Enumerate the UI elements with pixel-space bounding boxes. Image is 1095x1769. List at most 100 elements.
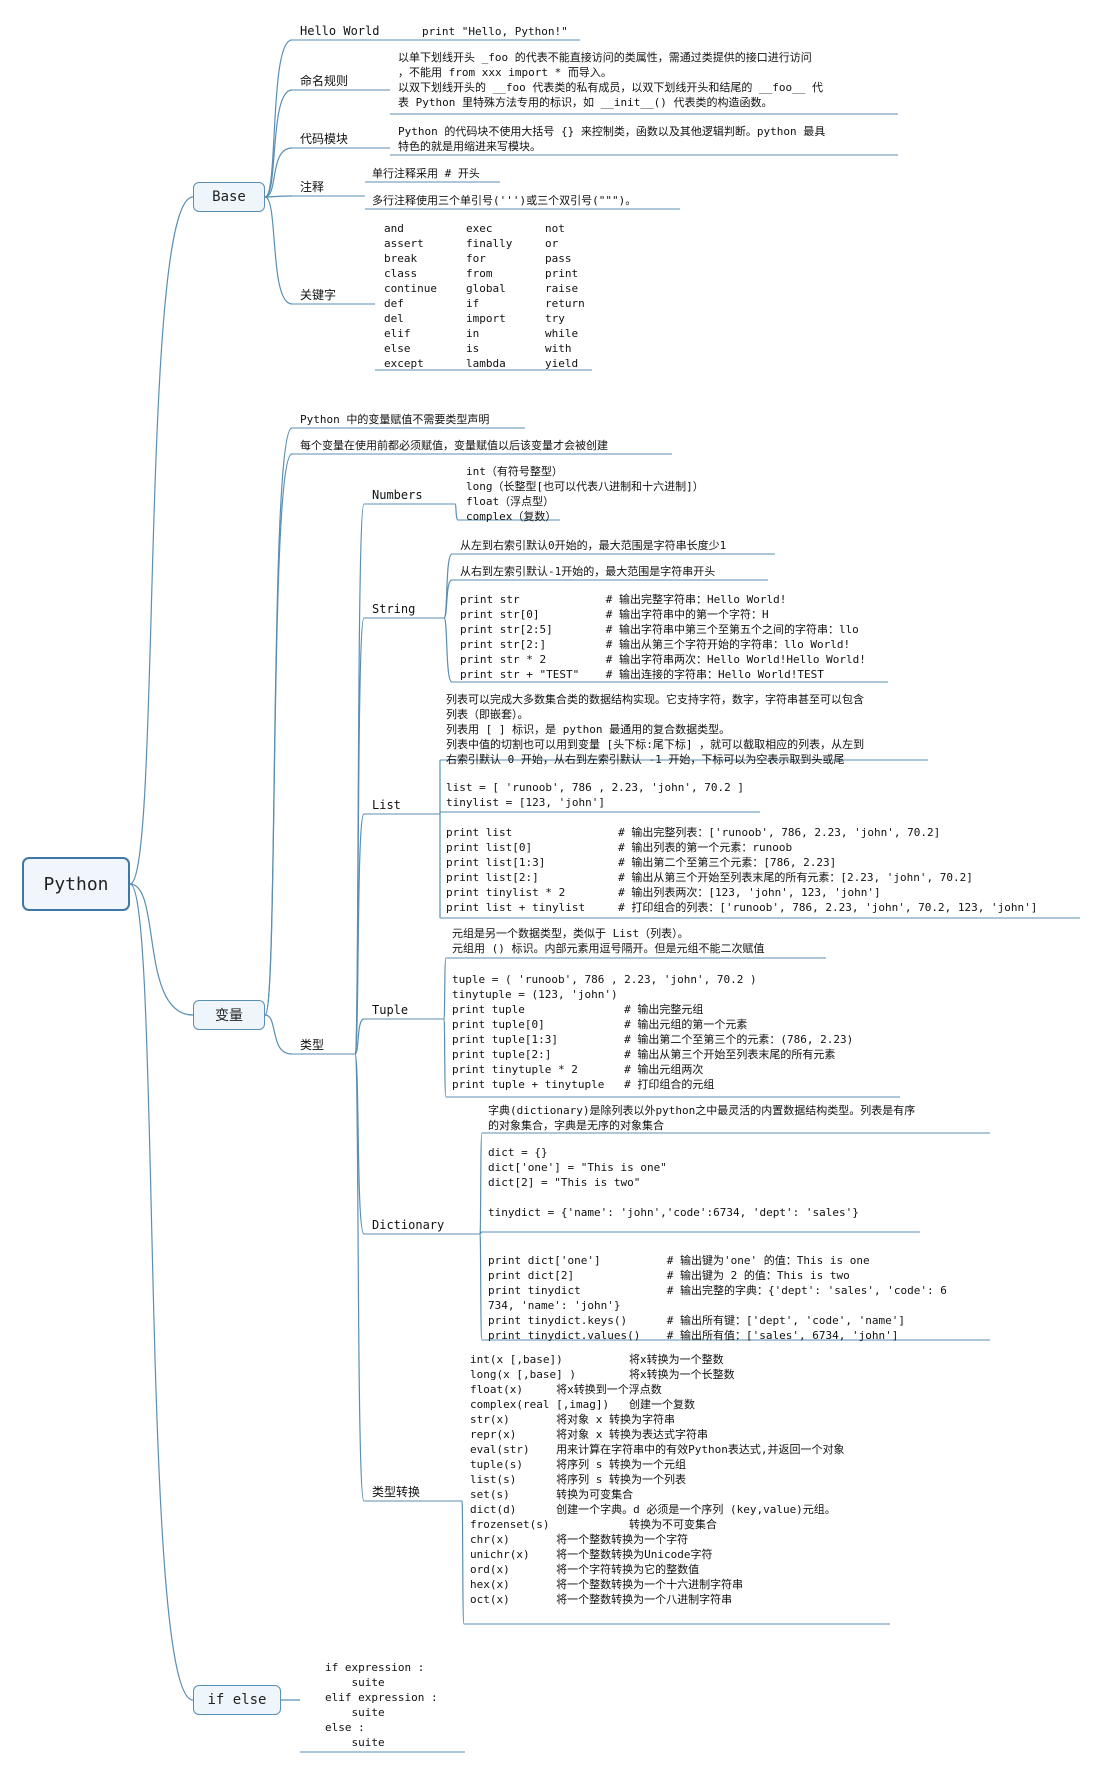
- keyword: for: [466, 252, 486, 265]
- list-code-line: print list[1:3] # 输出第二个至第三个元素：[786, 2.23…: [446, 856, 837, 869]
- base-to-keywords: [264, 196, 293, 305]
- naming-label: 命名规则: [300, 74, 349, 88]
- string-code-line: print str[0] # 输出字符串中的第一个字符：H: [460, 608, 769, 621]
- keyword: or: [545, 237, 559, 250]
- tuple-label: Tuple: [372, 1003, 409, 1017]
- conversion-line: frozenset(s) 转换为不可变集合: [470, 1518, 717, 1531]
- base-to-naming: [264, 89, 293, 198]
- conversion-line: tuple(s) 将序列 s 转换为一个元组: [470, 1458, 686, 1471]
- numbers-leaf: [454, 503, 459, 521]
- string-code-line: print str[2:5] # 输出字符串中第三个至第五个之间的字符串：llo: [460, 623, 859, 636]
- tuple-desc-line: 元组用 () 标识。内部元素用逗号隔开。但是元组不能二次赋值: [452, 942, 765, 955]
- t2: [443, 1018, 447, 1098]
- root-to-variables: [129, 883, 194, 1016]
- naming-line: 以双下划线开头的 __foo 代表类的私有成员，以双下划线开头和结尾的 __fo…: [398, 81, 823, 94]
- dict-code-line: print tinydict.keys() # 输出所有键：['dept', '…: [488, 1314, 905, 1327]
- variables-node[interactable]: 变量: [193, 1000, 265, 1030]
- comment-single: 单行注释采用 # 开头: [372, 167, 480, 180]
- hello-world-code: print "Hello, Python!": [422, 25, 568, 38]
- s2: [443, 579, 453, 619]
- variables-label: 变量: [215, 1008, 243, 1024]
- keyword: try: [545, 312, 565, 325]
- codeblock-line: 特色的就是用缩进来写模块。: [398, 140, 541, 153]
- keyword: else: [384, 342, 411, 355]
- list-desc-line: 右索引默认 0 开始，从右到左索引默认 -1 开始，下标可以为空表示取到头或尾: [446, 753, 845, 766]
- tuple-code-line: print tuple[2:] # 输出从第三个开始至列表末尾的所有元素: [452, 1048, 836, 1061]
- keyword: pass: [545, 252, 572, 265]
- ifelse-line: suite: [325, 1736, 385, 1749]
- keyword: lambda: [466, 357, 506, 370]
- base-node[interactable]: Base: [193, 182, 265, 212]
- ifelse-line: suite: [325, 1706, 385, 1719]
- list-desc-line: 列表中值的切割也可以用到变量 [头下标:尾下标] ，就可以截取相应的列表，从左到: [446, 738, 865, 751]
- tuple-code-line: print tinytuple * 2 # 输出元组两次: [452, 1063, 704, 1076]
- numbers-line: long（长整型[也可以代表八进制和十六进制]）: [466, 480, 704, 493]
- dict-code-line: print tinydict.values() # 输出所有值：['sales'…: [488, 1329, 899, 1342]
- keyword: while: [545, 327, 579, 340]
- conversion-line: unichr(x) 将一个整数转换为Unicode字符: [470, 1548, 713, 1561]
- t1: [443, 957, 447, 1020]
- types-to-tuple: [354, 1018, 365, 1055]
- list-code-line: print list[2:] # 输出从第三个开始至列表末尾的所有元素：[2.2…: [446, 871, 973, 884]
- root-to-ifelse: [129, 883, 194, 1701]
- keyword: exec: [466, 222, 493, 235]
- keyword: def: [384, 297, 404, 310]
- conversion-line: float(x) 将x转换到一个浮点数: [470, 1383, 662, 1396]
- types-label: 类型: [300, 1038, 325, 1052]
- conversion-line: int(x [,base]) 将x转换为一个整数: [470, 1353, 724, 1366]
- dict-desc-line: 的对象集合，字典是无序的对象集合: [488, 1119, 664, 1132]
- dict-code-line: print dict['one'] # 输出键为'one' 的值：This is…: [488, 1254, 870, 1267]
- keyword: except: [384, 357, 424, 370]
- conversion-label: 类型转换: [372, 1485, 421, 1499]
- conversion-line: complex(real [,imag]) 创建一个复数: [470, 1398, 695, 1411]
- numbers-line: int（有符号整型）: [466, 465, 563, 478]
- root-node[interactable]: Python: [22, 857, 130, 911]
- string-code-line: print str[2:] # 输出从第三个字符开始的字符串：llo World…: [460, 638, 851, 651]
- base-label: Base: [212, 189, 246, 205]
- string-note-2: 从右到左索引默认-1开始的，最大范围是字符串开头: [460, 565, 716, 578]
- ifelse-line: elif expression :: [325, 1691, 438, 1704]
- d3: [479, 1233, 483, 1341]
- string-code-line: print str * 2 # 输出字符串两次：Hello World!Hell…: [460, 653, 866, 666]
- ifelse-line: suite: [325, 1676, 385, 1689]
- conversion-line: eval(str) 用来计算在字符串中的有效Python表达式,并返回一个对象: [470, 1443, 845, 1456]
- types-to-conv: [354, 1053, 365, 1502]
- ifelse-node[interactable]: if else: [193, 1685, 281, 1715]
- numbers-label: Numbers: [372, 488, 423, 502]
- c1: [461, 1500, 465, 1625]
- list-desc-line: 列表可以完成大多数集合类的数据结构实现。它支持字符，数字，字符串甚至可以包含: [446, 693, 864, 706]
- string-code-line: print str # 输出完整字符串：Hello World!: [460, 593, 787, 606]
- keyword: break: [384, 252, 418, 265]
- hello-world-label: Hello World: [300, 24, 380, 38]
- conversion-line: dict(d) 创建一个字典。d 必须是一个序列 (key,value)元组。: [470, 1503, 836, 1516]
- keyword: continue: [384, 282, 437, 295]
- keyword: raise: [545, 282, 579, 295]
- dict-code-line: 734, 'name': 'john'}: [488, 1299, 621, 1312]
- root-label: Python: [43, 873, 109, 895]
- dict-def-line: dict = {}: [488, 1146, 548, 1159]
- base-to-codeblock: [264, 147, 293, 198]
- tuple-code-line: print tuple # 输出完整元组: [452, 1003, 704, 1016]
- keyword: print: [545, 267, 579, 280]
- keyword: and: [384, 222, 404, 235]
- s3: [443, 617, 453, 683]
- dictionary-label: Dictionary: [372, 1218, 445, 1232]
- list-label: List: [372, 798, 401, 812]
- list-desc-line: 列表用 [ ] 标识，是 python 最通用的复合数据类型。: [446, 723, 731, 736]
- conversion-line: oct(x) 将一个整数转换为一个八进制字符串: [470, 1593, 733, 1606]
- list-def-line: list = [ 'runoob', 786 , 2.23, 'john', 7…: [446, 781, 745, 794]
- conversion-line: list(s) 将序列 s 转换为一个列表: [470, 1473, 686, 1486]
- codeblock-line: Python 的代码块不使用大括号 {} 来控制类，函数以及其他逻辑判断。pyt…: [398, 125, 826, 138]
- tuple-code-line: tuple = ( 'runoob', 786 , 2.23, 'john', …: [452, 973, 757, 986]
- ifelse-label: if else: [207, 1692, 267, 1708]
- keyword: assert: [384, 237, 424, 250]
- tuple-desc-line: 元组是另一个数据类型，类似于 List（列表）。: [452, 927, 689, 940]
- ifelse-line: if expression :: [325, 1661, 425, 1674]
- keyword: elif: [384, 327, 411, 340]
- list-code-line: print list[0] # 输出列表的第一个元素：runoob: [446, 841, 793, 854]
- naming-line: 表 Python 里特殊方法专用的标识，如 __init__() 代表类的构造函…: [398, 96, 773, 109]
- naming-line: 以单下划线开头 _foo 的代表不能直接访问的类属性，需通过类提供的接口进行访问: [398, 51, 812, 64]
- numbers-line: complex（复数）: [466, 510, 557, 523]
- dict-def-line: dict['one'] = "This is one": [488, 1161, 667, 1174]
- keyword: from: [466, 267, 493, 280]
